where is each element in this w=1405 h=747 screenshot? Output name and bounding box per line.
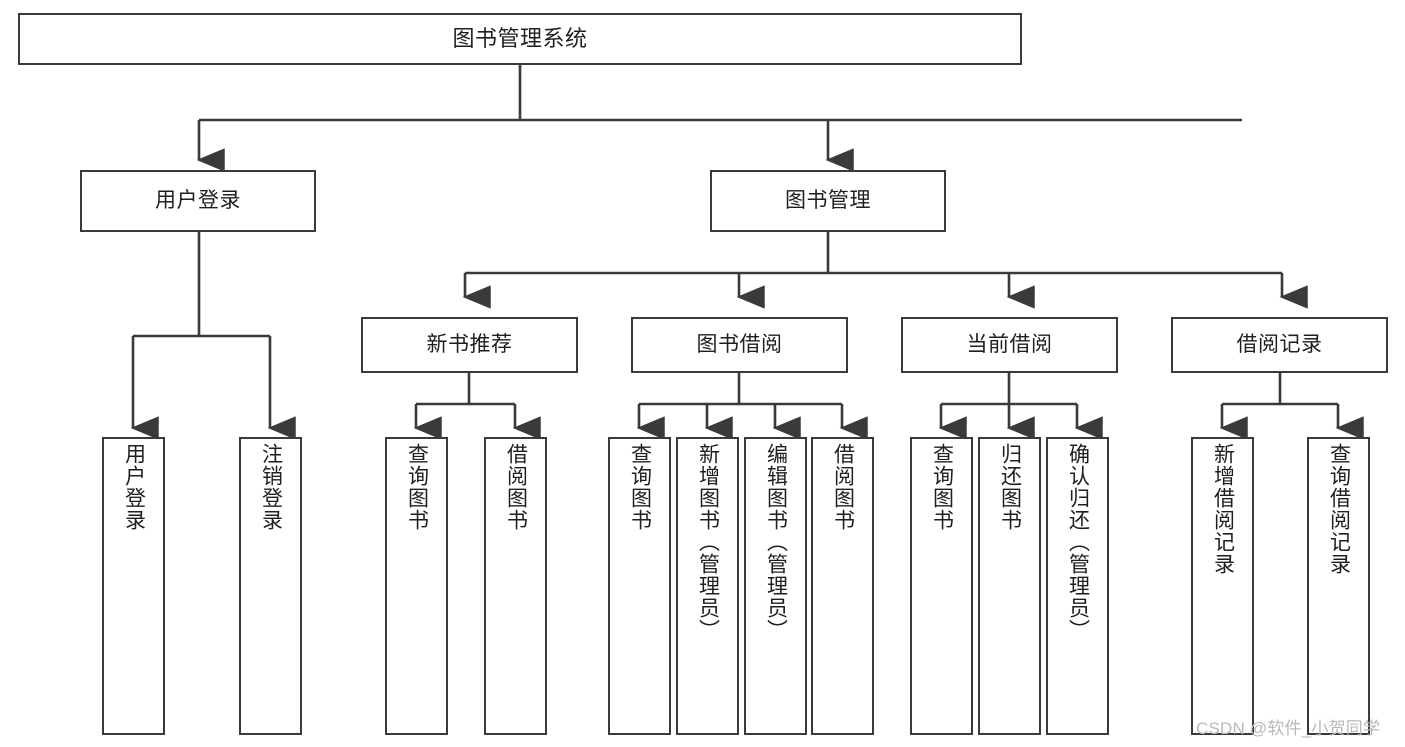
leaf-bb-edit-book-label: 编辑图书（管理员）	[764, 443, 788, 641]
leaf-logout-label: 注销登录	[259, 443, 283, 531]
node-new-book-recommend-label: 新书推荐	[426, 332, 513, 356]
leaf-user-login-label: 用户登录	[122, 443, 146, 531]
leaf-bb-query-book[interactable]: 查询图书	[608, 437, 671, 735]
leaf-br-add-record[interactable]: 新增借阅记录	[1191, 437, 1254, 735]
leaf-bb-borrow-book[interactable]: 借阅图书	[811, 437, 874, 735]
node-root-label: 图书管理系统	[452, 26, 588, 52]
node-current-borrow[interactable]: 当前借阅	[901, 317, 1118, 373]
leaf-br-add-record-label: 新增借阅记录	[1211, 443, 1235, 575]
node-book-management-label: 图书管理	[785, 188, 871, 212]
leaf-nb-borrow-book[interactable]: 借阅图书	[484, 437, 547, 735]
leaf-bb-add-book-label: 新增图书（管理员）	[696, 443, 720, 641]
leaf-cb-return-book-label: 归还图书	[998, 443, 1022, 531]
node-current-borrow-label: 当前借阅	[966, 332, 1053, 356]
leaf-cb-query-book[interactable]: 查询图书	[910, 437, 973, 735]
node-borrow-record-label: 借阅记录	[1236, 332, 1323, 356]
node-borrow-record[interactable]: 借阅记录	[1171, 317, 1388, 373]
leaf-br-query-record[interactable]: 查询借阅记录	[1307, 437, 1370, 735]
leaf-user-login[interactable]: 用户登录	[102, 437, 165, 735]
leaf-bb-edit-book[interactable]: 编辑图书（管理员）	[744, 437, 807, 735]
node-book-management[interactable]: 图书管理	[710, 170, 946, 232]
leaf-nb-query-book[interactable]: 查询图书	[385, 437, 448, 735]
leaf-br-query-record-label: 查询借阅记录	[1327, 443, 1351, 575]
node-book-borrow-label: 图书借阅	[696, 332, 783, 356]
leaf-cb-confirm-return[interactable]: 确认归还（管理员）	[1046, 437, 1109, 735]
leaf-cb-query-book-label: 查询图书	[930, 443, 954, 531]
leaf-nb-query-book-label: 查询图书	[405, 443, 429, 531]
leaf-bb-borrow-book-label: 借阅图书	[831, 443, 855, 531]
leaf-logout[interactable]: 注销登录	[239, 437, 302, 735]
node-user-login-label: 用户登录	[155, 188, 241, 212]
leaf-cb-confirm-return-label: 确认归还（管理员）	[1066, 443, 1090, 641]
node-book-borrow[interactable]: 图书借阅	[631, 317, 848, 373]
node-root[interactable]: 图书管理系统	[18, 13, 1022, 65]
leaf-bb-add-book[interactable]: 新增图书（管理员）	[676, 437, 739, 735]
node-user-login[interactable]: 用户登录	[80, 170, 316, 232]
leaf-nb-borrow-book-label: 借阅图书	[504, 443, 528, 531]
leaf-bb-query-book-label: 查询图书	[628, 443, 652, 531]
leaf-cb-return-book[interactable]: 归还图书	[978, 437, 1041, 735]
node-new-book-recommend[interactable]: 新书推荐	[361, 317, 578, 373]
